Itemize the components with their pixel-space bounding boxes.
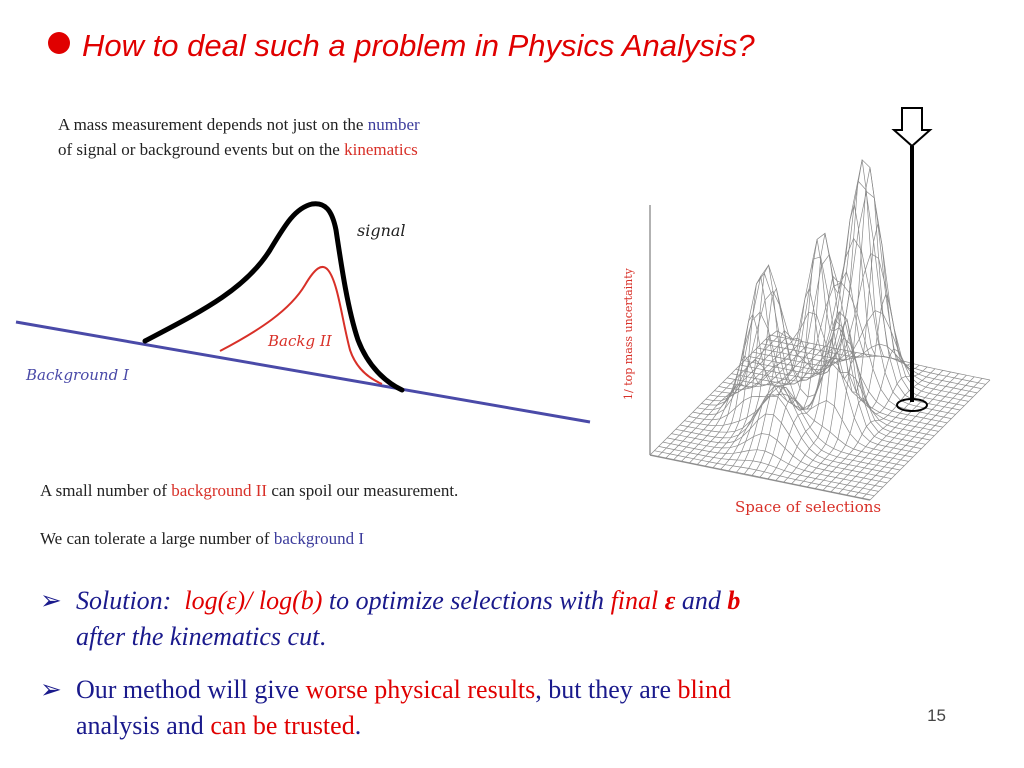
bullet-highlight: can be trusted xyxy=(210,711,355,740)
note-text: can spoil our measurement. xyxy=(267,481,459,500)
surface-mesh xyxy=(649,159,991,501)
bullet-text: after the kinematics cut xyxy=(76,622,320,651)
caption-number-word: number xyxy=(367,115,420,134)
page-number: 15 xyxy=(927,706,946,725)
background1-label: Background I xyxy=(25,366,130,384)
caption-kinematics-word: kinematics xyxy=(344,140,418,159)
note-highlight: background II xyxy=(171,481,268,500)
note-text: We can tolerate a large number of xyxy=(40,529,274,548)
note-background2: A small number of background II can spoi… xyxy=(40,478,640,503)
bullet-text: . xyxy=(354,711,362,740)
bullet-method: ➢ Our method will give worse physical re… xyxy=(40,672,956,744)
figure-left-caption: A mass measurement depends not just on t… xyxy=(58,112,598,162)
backg2-label: Backg II xyxy=(267,332,333,350)
bullet-text: . xyxy=(319,622,326,651)
background-1-line xyxy=(15,320,591,424)
bullet-dot-icon xyxy=(48,32,70,54)
bullet-solution: ➢ Solution: log(ε)/ log(b) to optimize s… xyxy=(40,583,976,655)
bullet-formula: log(ε)/ log(b) xyxy=(184,586,323,615)
signal-curve xyxy=(142,201,405,393)
bullet-b: b xyxy=(727,586,741,615)
note-background1: We can tolerate a large number of backgr… xyxy=(40,526,640,551)
arrow-bullet-icon: ➢ xyxy=(40,675,62,704)
note-highlight: background I xyxy=(273,529,365,548)
background-2-curve xyxy=(219,266,383,385)
bullet-text: , but they are xyxy=(535,675,678,704)
note-text: A small number of xyxy=(40,481,172,500)
arrow-bullet-icon: ➢ xyxy=(40,586,62,615)
bullet-text: to optimize selections with xyxy=(322,586,611,615)
y-axis-label: 1/ top mass uncertainty xyxy=(622,267,635,400)
bullet-text: Solution: xyxy=(76,586,172,615)
bullet-highlight: worse physical results xyxy=(305,675,536,704)
bullet-highlight: blind xyxy=(677,675,731,704)
title-text: How to deal such a problem in Physics An… xyxy=(82,28,755,63)
caption-text: A mass measurement depends not just on t… xyxy=(58,115,368,134)
signal-background-sketch: signal Backg II Background I xyxy=(15,201,591,424)
caption-text: of signal or background events but on th… xyxy=(58,140,345,159)
bullet-text: analysis and xyxy=(76,711,211,740)
signal-label: signal xyxy=(357,221,406,240)
bullet-final: final xyxy=(610,586,659,615)
bullet-text: and xyxy=(675,586,728,615)
optimum-arrow-icon xyxy=(891,107,933,412)
selection-surface-plot: 1/ top mass uncertainty Space of selecti… xyxy=(622,107,991,516)
bullet-text: Our method will give xyxy=(76,675,306,704)
bullet-epsilon: ε xyxy=(664,586,676,615)
slide-title: How to deal such a problem in Physics An… xyxy=(48,28,755,64)
x-axis-label: Space of selections xyxy=(735,498,881,516)
